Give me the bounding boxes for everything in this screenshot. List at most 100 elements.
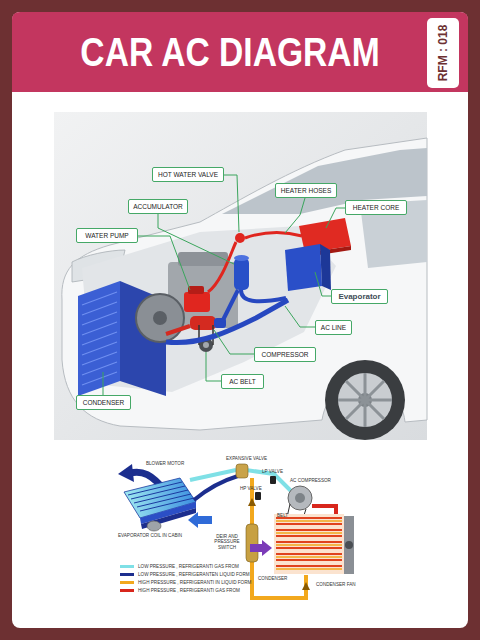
node-text: HEATER CORE xyxy=(353,204,399,211)
ac-lines-path xyxy=(245,233,302,239)
engine-parts-circle xyxy=(203,342,209,348)
condenser-part-circle xyxy=(136,294,184,342)
ac-schematic-rect xyxy=(270,476,276,484)
engine-parts-path xyxy=(285,244,322,291)
ac-schematic-path xyxy=(276,521,342,569)
legend-text: HIGH PRESSURE , REFRIGERANTI IN LIQUID F… xyxy=(138,580,251,585)
ac-schematic-rect xyxy=(255,492,261,500)
part-label: EXPANSIVE VALVE xyxy=(226,456,286,461)
leader-line-polyline xyxy=(224,175,239,232)
node-text: AC LINE xyxy=(321,324,346,331)
ac-schematic-polygon xyxy=(250,540,272,556)
ac-schematic-path xyxy=(276,518,342,566)
node-text: RFM : 018 xyxy=(436,25,450,82)
leader-line-polyline xyxy=(326,208,345,228)
legend-row: LOW PRESSURE , REFRIGERANTI GAS FROM xyxy=(120,564,239,569)
ac-lines-path xyxy=(241,290,286,301)
car-illustration-path xyxy=(222,148,427,214)
part-label: BLOWER MOTOR xyxy=(146,461,206,466)
ac-lines xyxy=(166,233,302,343)
car-illustration-path xyxy=(62,138,427,430)
callout-box: HOT WATER VALVE xyxy=(152,167,224,182)
node-text: HEATER HOSES xyxy=(281,187,331,194)
legend-swatch xyxy=(120,589,134,592)
engine-parts xyxy=(184,218,351,352)
legend-swatch xyxy=(120,573,134,576)
code-badge: RFM : 018 xyxy=(427,18,459,88)
part-label: LP VALVE xyxy=(262,469,302,474)
ac-schematic-polygon xyxy=(302,582,310,590)
condenser-part-path xyxy=(82,292,117,385)
condenser-part xyxy=(78,281,184,396)
ac-lines-path xyxy=(208,242,236,292)
legend-row: LOW PRESSURE , REFRIGERANTEN LIQUID FORM xyxy=(120,572,250,577)
part-label: CONDENSER xyxy=(258,576,308,581)
legend-text: LOW PRESSURE , REFRIGERANTI GAS FROM xyxy=(138,564,239,569)
engine-parts-rect xyxy=(184,292,210,312)
ac-schematic-polygon xyxy=(188,512,212,528)
callout-box: AC BELT xyxy=(221,374,264,389)
node-text: COMPRESSOR xyxy=(262,351,309,358)
frame xyxy=(12,12,468,628)
ac-schematic-rect xyxy=(274,514,344,574)
node-text: CONDENSER xyxy=(83,399,125,406)
ac-schematic-rect xyxy=(344,516,354,574)
legend-swatch xyxy=(120,565,134,568)
car-illustration xyxy=(54,112,427,440)
ac-lines-path xyxy=(166,300,288,343)
leader-line-polyline xyxy=(206,352,221,381)
node-text: AC BELT xyxy=(229,378,256,385)
leader-line-polyline xyxy=(315,272,331,296)
ac-schematic-polygon xyxy=(118,464,134,482)
car-illustration-rect xyxy=(54,112,427,440)
callout-box: AC LINE xyxy=(315,320,352,335)
leader-line-polyline xyxy=(285,198,305,233)
leader-line-polyline xyxy=(158,213,234,264)
part-label: HP VALVE xyxy=(240,486,280,491)
callout-box: ACCUMULATOR xyxy=(128,199,188,214)
engine-parts-rect xyxy=(188,286,204,294)
node-text: HOT WATER VALVE xyxy=(158,171,218,178)
part-label: BELT xyxy=(277,513,297,518)
part-label: AC COMPRESSOR xyxy=(290,478,350,483)
engine-parts-circle xyxy=(235,233,245,243)
car-illustration-circle xyxy=(338,373,392,427)
condenser-part-path xyxy=(78,281,120,396)
node-text: ACCUMULATOR xyxy=(133,203,183,210)
engine-parts-ellipse xyxy=(234,255,249,261)
ac-schematic-path xyxy=(312,506,336,514)
legend-swatch xyxy=(120,581,134,584)
engine-parts-rect xyxy=(190,316,216,330)
ac-schematic-rect xyxy=(236,464,248,478)
frame-rect xyxy=(12,12,468,628)
legend-row: HIGH PRESSURE , REFRIGERANTI GAS FROM xyxy=(120,588,240,593)
ac-schematic-circle xyxy=(295,493,305,503)
part-label: CONDENSER FAN xyxy=(316,582,376,587)
callout-box: CONDENSER xyxy=(76,395,131,410)
callout-box: Evaporator xyxy=(331,289,388,304)
node-text: WATER PUMP xyxy=(85,232,128,239)
leader-line-polyline xyxy=(138,236,190,290)
callout-box: HEATER CORE xyxy=(345,200,407,215)
part-label: DEIR AND PRESSURE SWITCH xyxy=(205,534,249,550)
car-illustration-circle xyxy=(325,360,405,440)
ac-schematic-rect xyxy=(246,524,258,562)
ac-lines-path xyxy=(166,326,190,334)
ac-schematic-path xyxy=(194,476,238,500)
leader-line xyxy=(103,175,345,395)
leader-line-polyline xyxy=(103,372,104,395)
car-illustration-path xyxy=(338,373,392,427)
part-label: EVAPORATOR COIL IN CABIN xyxy=(118,533,198,538)
engine-parts-rect xyxy=(234,258,249,290)
node-text: Evaporator xyxy=(338,293,380,300)
ac-schematic-circle xyxy=(288,486,312,510)
ac-schematic-circle xyxy=(345,541,353,549)
callout-box: COMPRESSOR xyxy=(254,347,316,362)
callout-box: WATER PUMP xyxy=(76,228,138,243)
callout-box: HEATER HOSES xyxy=(275,183,337,198)
ac-schematic-ellipse xyxy=(147,521,161,531)
frame-path xyxy=(12,12,468,92)
